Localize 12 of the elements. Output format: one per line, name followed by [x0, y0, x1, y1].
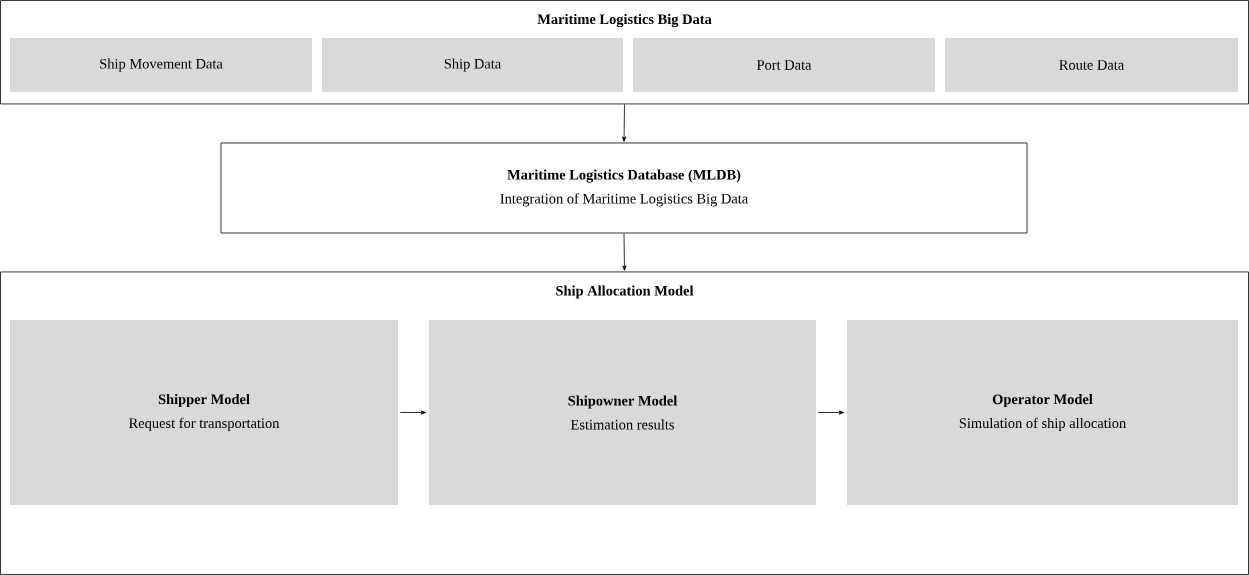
arrow	[399, 410, 426, 415]
model-box: Operator Model Simulation of ship allocation	[847, 320, 1238, 505]
arrow	[622, 103, 627, 142]
arrow	[817, 410, 844, 415]
arrow	[622, 233, 627, 271]
data-box: Port Data	[633, 38, 935, 92]
model-box: Shipowner Model Estimation results	[429, 320, 816, 505]
model-box: Shipper Model Request for transportation	[10, 320, 398, 505]
data-box: Ship Data	[322, 38, 623, 92]
data-box: Ship Movement Data	[10, 38, 312, 92]
process-box: Maritime Logistics Database (MLDB) Integration of Maritime Logistics Big Data	[220, 142, 1028, 234]
data-box: Route Data	[945, 38, 1238, 92]
